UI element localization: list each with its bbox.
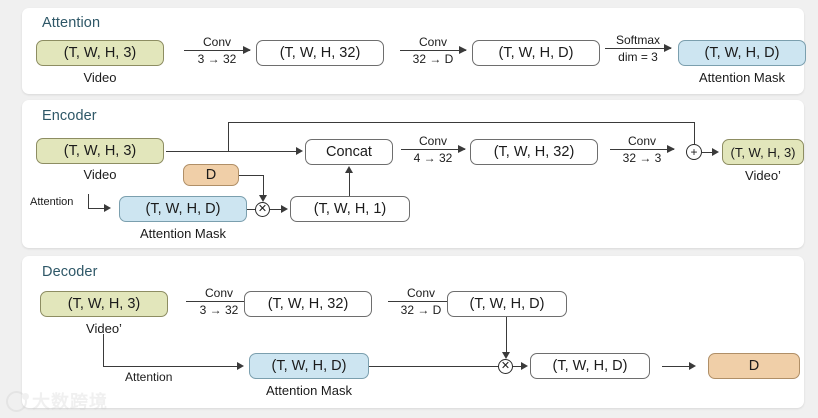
op-rule <box>401 143 466 155</box>
decoder-attention-elbow-vertical <box>103 334 104 366</box>
encoder-arrowhead-concat-bottom <box>344 166 353 173</box>
decoder-edge-featd-down <box>506 317 507 353</box>
encoder-arrowhead-concat-in <box>296 146 303 155</box>
encoder-arrowhead-collapsed-in <box>281 204 288 213</box>
attention-op-conv-32-d: Conv 32 → D <box>400 35 467 67</box>
encoder-node-video-output: (T, W, H, 3) <box>722 139 804 165</box>
decoder-edge-mask-to-mul <box>369 366 498 367</box>
decoder-edge-product-to-depth <box>662 366 690 367</box>
encoder-edge-video-to-concat <box>166 151 296 152</box>
panel-attention-title: Attention <box>42 15 101 31</box>
decoder-op-conv-32-d: Conv 32 → D <box>388 286 455 318</box>
encoder-caption-video: Video <box>83 167 117 182</box>
op-label-top: Conv <box>406 286 435 300</box>
decoder-caption-video: Video’ <box>86 321 122 336</box>
encoder-skip-horizontal <box>228 122 695 123</box>
encoder-op-conv-4-32: Conv 4 → 32 <box>401 134 466 166</box>
op-rule <box>605 42 672 54</box>
decoder-node-video-input: (T, W, H, 3) <box>40 291 168 317</box>
op-label-bottom: 4 → 32 <box>413 151 453 166</box>
op-label-bottom: 32 → D <box>400 303 442 318</box>
op-label-bottom: dim = 3 <box>618 50 658 65</box>
encoder-arrowhead-d-into-mul <box>258 195 267 202</box>
encoder-skip-vertical-left <box>228 122 229 151</box>
decoder-arrowhead-into-mul <box>501 352 510 359</box>
op-label-top: Conv <box>418 134 447 148</box>
encoder-node-video-input: (T, W, H, 3) <box>36 138 164 164</box>
decoder-op-conv-3-32: Conv 3 → 32 <box>186 286 253 318</box>
decoder-edge-mul-to-product <box>513 366 522 367</box>
op-label-bottom: 32 → D <box>412 52 454 67</box>
attention-caption-video: Video <box>83 70 117 85</box>
encoder-op-conv-32-3: Conv 32 → 3 <box>610 134 675 166</box>
op-rule <box>610 143 675 155</box>
decoder-attention-elbow-horizontal <box>103 366 238 367</box>
attention-node-feat-32: (T, W, H, 32) <box>256 40 384 66</box>
decoder-attention-branch-label: Attention <box>125 370 173 384</box>
decoder-attention-elbow-arrowhead <box>237 361 244 370</box>
attention-node-feat-d: (T, W, H, D) <box>472 40 600 66</box>
encoder-attention-branch-label: Attention <box>30 196 74 208</box>
encoder-add-operator: + <box>686 144 702 160</box>
decoder-node-feat-d: (T, W, H, D) <box>447 291 567 317</box>
encoder-node-feat-32: (T, W, H, 32) <box>470 139 598 165</box>
op-label-bottom: 3 → 32 <box>197 52 237 67</box>
attention-caption-mask: Attention Mask <box>699 70 785 85</box>
encoder-attention-elbow-vertical <box>88 194 89 208</box>
decoder-arrowhead-depth-in <box>689 361 696 370</box>
encoder-edge-d-right <box>239 175 264 176</box>
encoder-attention-elbow-arrowhead <box>104 203 111 212</box>
encoder-edge-mul-to-collapsed <box>270 209 282 210</box>
op-label-top: Conv <box>204 286 233 300</box>
decoder-node-product-d: (T, W, H, D) <box>530 353 650 379</box>
decoder-arrowhead-product-in <box>521 361 528 370</box>
panel-encoder <box>22 100 804 248</box>
attention-node-video-input: (T, W, H, 3) <box>36 40 164 66</box>
decoder-node-attention-mask: (T, W, H, D) <box>249 353 369 379</box>
attention-node-attention-mask: (T, W, H, D) <box>678 40 806 66</box>
op-rule <box>400 44 467 56</box>
panel-decoder-title: Decoder <box>42 264 98 280</box>
op-label-top: Conv <box>202 35 231 49</box>
encoder-node-concat: Concat <box>305 139 393 165</box>
op-label-top: Conv <box>418 35 447 49</box>
decoder-caption-mask: Attention Mask <box>266 383 352 398</box>
decoder-node-depth-output: D <box>708 353 800 379</box>
attention-op-softmax: Softmax dim = 3 <box>605 33 672 65</box>
encoder-caption-mask: Attention Mask <box>140 226 226 241</box>
encoder-skip-vertical-right <box>694 122 695 144</box>
panel-decoder <box>22 256 804 408</box>
encoder-caption-video-output: Video’ <box>745 168 781 183</box>
decoder-node-feat-32: (T, W, H, 32) <box>244 291 372 317</box>
op-label-top: Softmax <box>615 33 660 47</box>
encoder-edge-add-to-output <box>702 152 713 153</box>
encoder-node-mask-collapsed: (T, W, H, 1) <box>290 196 410 222</box>
encoder-node-attention-mask: (T, W, H, D) <box>119 196 247 222</box>
encoder-attention-elbow-horizontal <box>88 208 105 209</box>
attention-op-conv-3-32: Conv 3 → 32 <box>184 35 251 67</box>
op-label-bottom: 32 → 3 <box>622 151 662 166</box>
op-rule <box>184 44 251 56</box>
encoder-edge-collapsed-up <box>349 172 350 196</box>
encoder-edge-d-down <box>263 175 264 196</box>
op-label-top: Conv <box>627 134 656 148</box>
panel-encoder-title: Encoder <box>42 108 97 124</box>
encoder-multiply-operator: ✕ <box>255 201 270 217</box>
encoder-edge-mask-to-mul <box>247 209 255 210</box>
op-label-bottom: 3 → 32 <box>199 303 239 318</box>
encoder-node-depth-d: D <box>183 164 239 186</box>
op-rule <box>186 295 253 307</box>
decoder-multiply-operator: ✕ <box>498 358 513 374</box>
op-rule <box>388 295 455 307</box>
encoder-arrowhead-output-in <box>712 147 719 156</box>
